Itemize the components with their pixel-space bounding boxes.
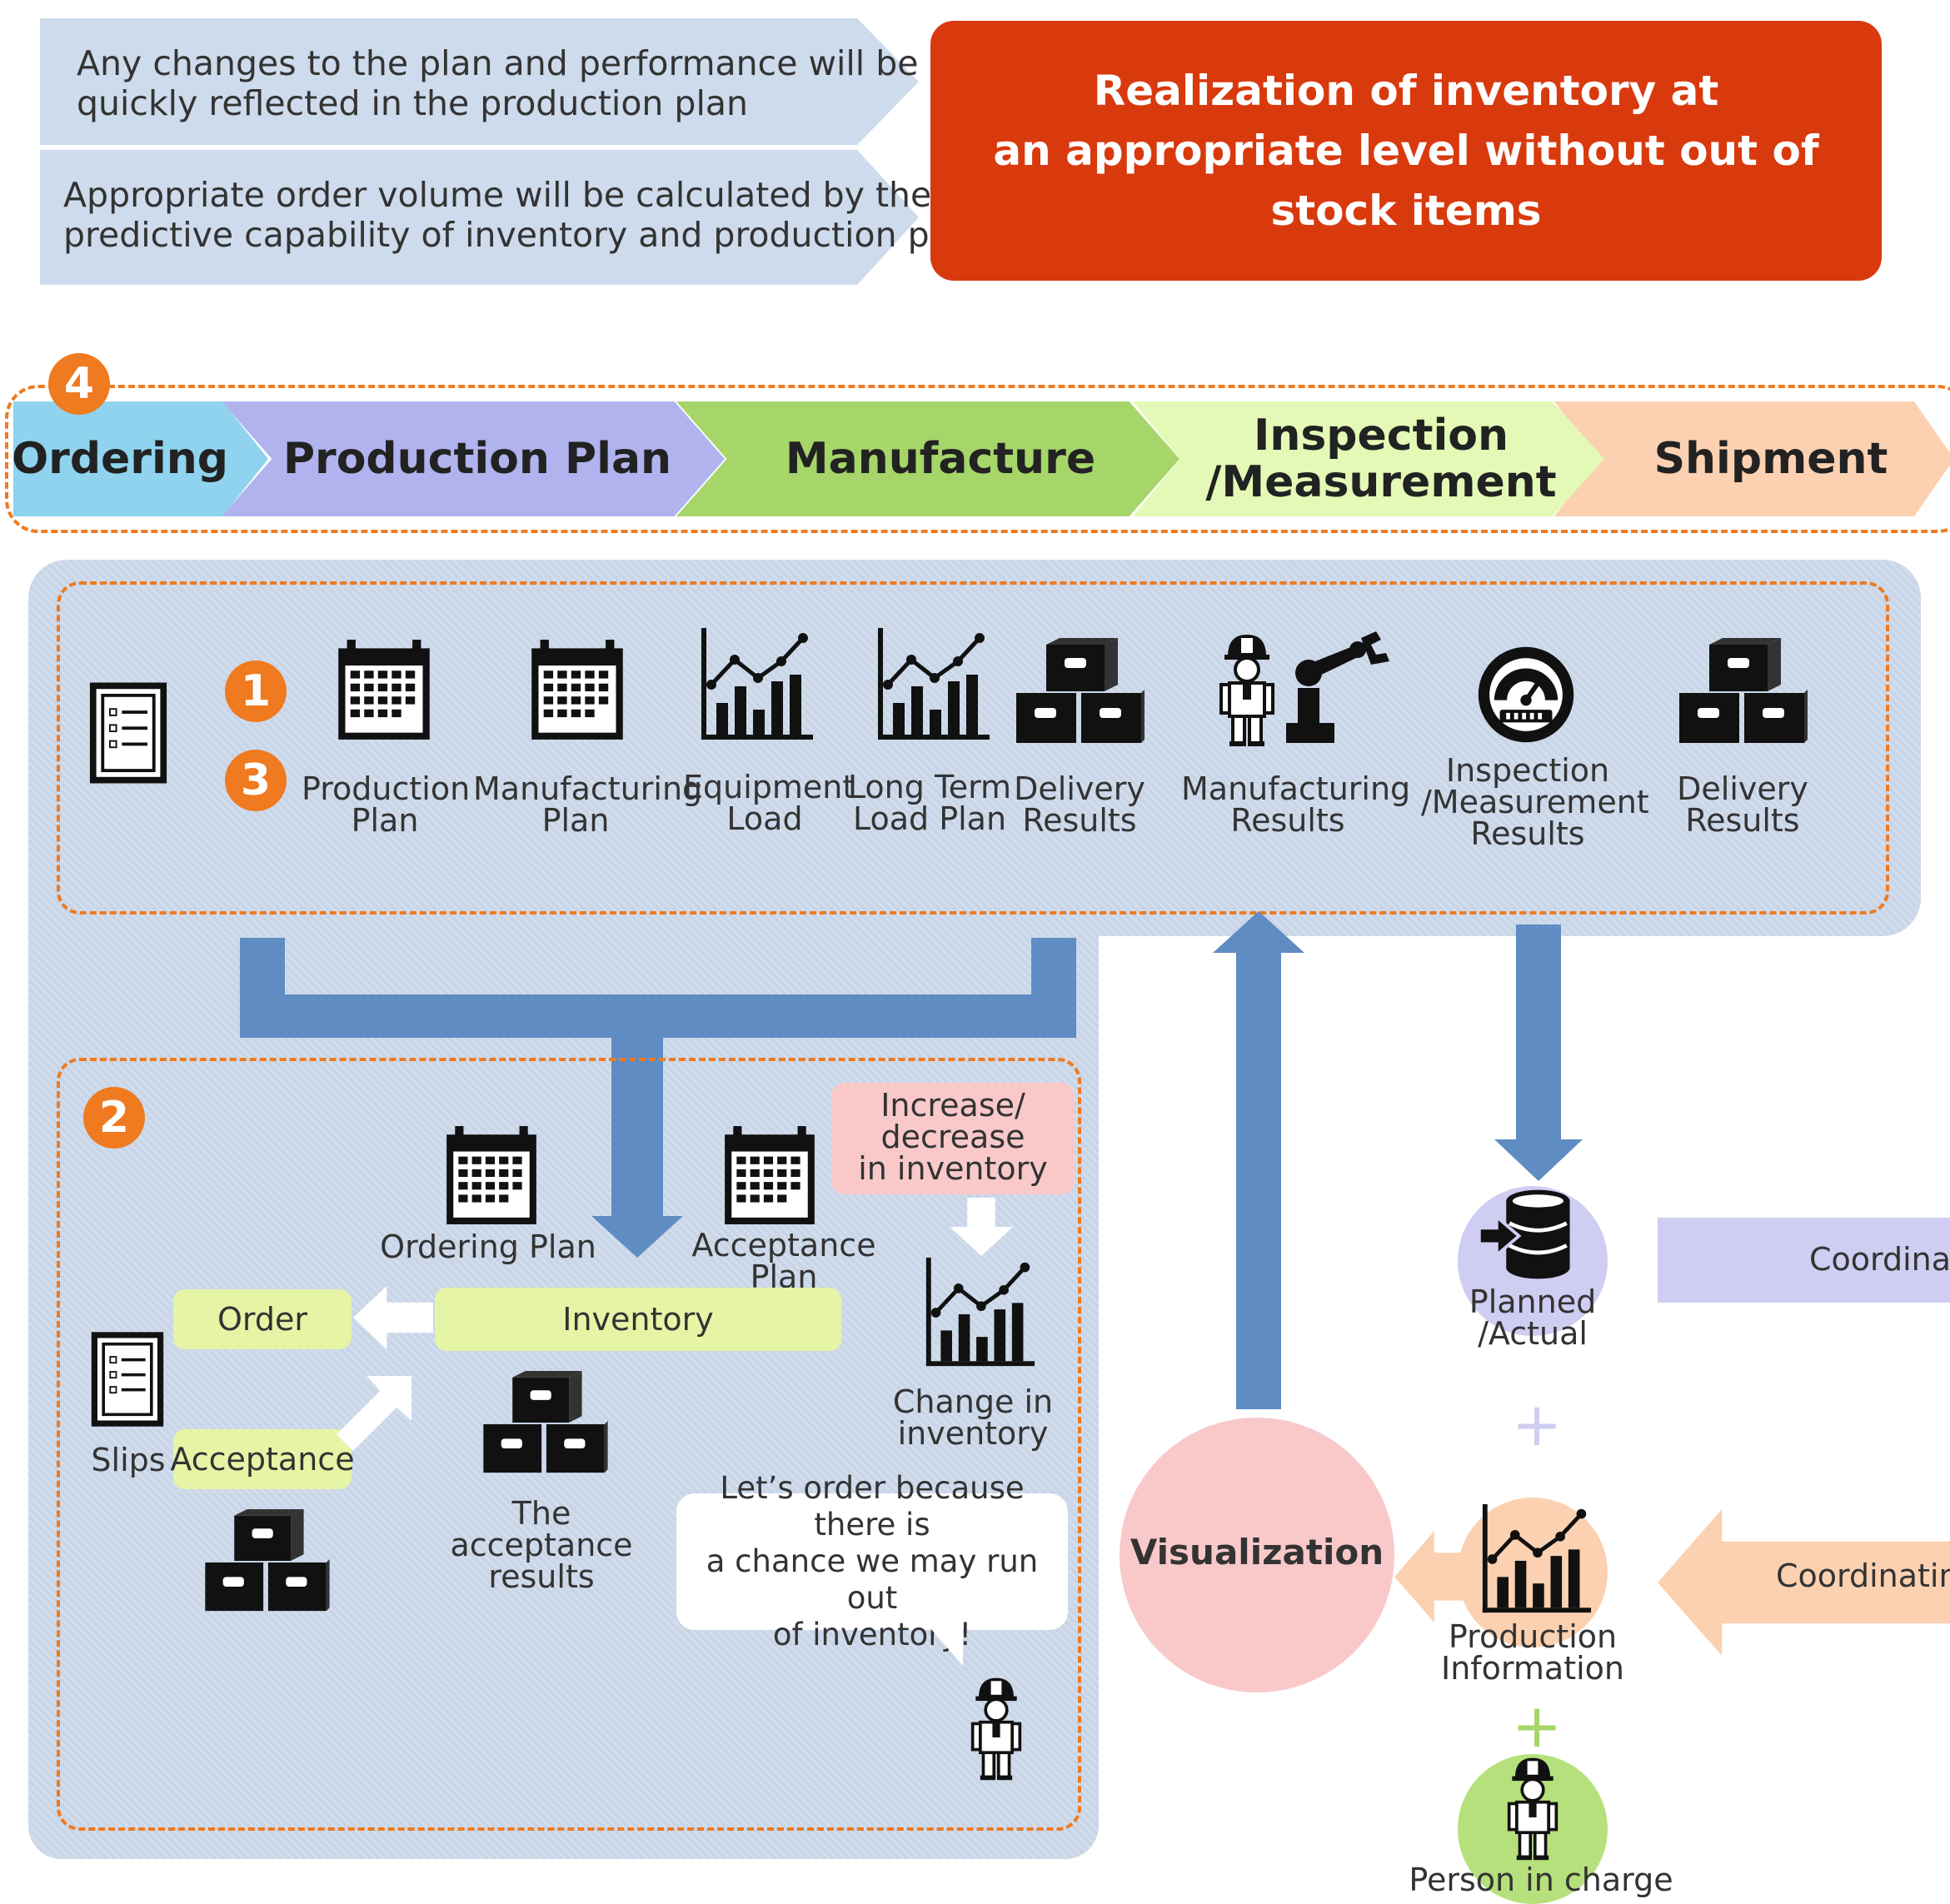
acceptance-plan-label: Acceptance Plan <box>691 1227 876 1295</box>
note-arrow-1 <box>40 18 919 145</box>
goal-banner: Realization of inventory at an appropria… <box>930 21 1882 281</box>
note-arrow-2 <box>40 150 919 285</box>
process-step-shipment: Shipment <box>1554 401 1950 516</box>
boxes-icon <box>1013 638 1146 746</box>
note-text-2: Appropriate order volume will be calcula… <box>63 175 981 255</box>
info-badge-3: 3 <box>225 750 287 811</box>
coordinating-bottom-label: Coordinating <box>1776 1558 1950 1594</box>
note-text-1: Any changes to the plan and performance … <box>77 43 919 123</box>
speech-bubble: Let’s order because there is a chance we… <box>676 1470 1068 1652</box>
calendar-icon <box>723 1124 816 1226</box>
worker-icon <box>1506 1754 1559 1862</box>
database-import-icon <box>1476 1186 1579 1283</box>
acceptance-pill: Acceptance <box>170 1429 355 1489</box>
change-in-inventory-label: Change in inventory <box>892 1383 1054 1452</box>
connector-horizontal <box>240 994 1076 1038</box>
calendar-icon <box>530 638 625 741</box>
coordinate-top-banner <box>1658 1218 1950 1303</box>
order-pill: Order <box>173 1289 352 1349</box>
visualization-circle <box>1120 1418 1394 1692</box>
bar-chart-icon <box>1479 1503 1593 1616</box>
inventory-badge: 2 <box>83 1087 145 1149</box>
person-in-charge-label: Person in charge <box>1409 1862 1673 1898</box>
planned-down-bar <box>1516 925 1561 1144</box>
boxes-icon <box>478 1371 611 1476</box>
info-label-production-plan: Production Plan <box>302 770 471 839</box>
connector-center-down <box>611 1038 663 1218</box>
worker-icon <box>970 1674 1023 1782</box>
bar-chart-icon <box>923 1256 1036 1369</box>
slip-icon <box>88 678 168 788</box>
inventory-box <box>57 1058 1081 1831</box>
info-label-inspection-results: Inspection /Measurement Results <box>1421 752 1649 852</box>
process-step-ordering: Ordering <box>13 401 268 516</box>
info-label-equipment-load: Equipment Load <box>683 769 855 837</box>
slips-label: Slips <box>91 1442 166 1478</box>
gauge-icon <box>1474 643 1578 746</box>
coordinate-top-label: Coordinat <box>1809 1241 1950 1278</box>
bar-chart-icon <box>875 626 991 743</box>
ordering-plan-label: Ordering Plan <box>380 1229 596 1265</box>
boxes-icon <box>1676 638 1809 746</box>
worker-icon <box>1218 631 1276 748</box>
increase-decrease-label: Increase/ decrease in inventory <box>858 1087 1048 1187</box>
info-label-delivery-results-2: Delivery Results <box>1677 770 1808 839</box>
info-box <box>57 581 1889 915</box>
planned-actual-label: Planned /Actual <box>1469 1283 1597 1352</box>
process-step-inspection: Inspection /Measurement <box>1133 401 1604 516</box>
calendar-icon <box>445 1124 538 1226</box>
acceptance-results-label: The acceptance results <box>450 1495 633 1595</box>
plus-green: + <box>1511 1691 1563 1761</box>
process-step-production-plan: Production Plan <box>222 401 725 516</box>
calendar-icon <box>337 638 431 741</box>
production-info-label: Production Information <box>1441 1618 1624 1687</box>
inventory-pill: Inventory <box>435 1288 841 1351</box>
plus-purple: + <box>1511 1389 1563 1459</box>
visualization-up-bar <box>1236 950 1281 1409</box>
info-label-delivery-results-1: Delivery Results <box>1014 770 1145 839</box>
bar-chart-icon <box>698 626 815 743</box>
slip-icon <box>90 1326 165 1433</box>
info-badge-1: 1 <box>225 660 287 722</box>
info-label-manufacturing-results: Manufacturing Results <box>1181 770 1411 839</box>
visualization-label: Visualization <box>1130 1532 1384 1573</box>
planned-down-arrowhead <box>1494 1139 1583 1181</box>
info-label-manufacturing-plan: Manufacturing Plan <box>473 770 703 839</box>
process-badge: 4 <box>48 353 110 415</box>
process-step-manufacture: Manufacture <box>676 401 1179 516</box>
increase-decrease-box <box>831 1083 1075 1194</box>
boxes-icon <box>200 1509 333 1614</box>
info-label-long-term-load-plan: Long Term Load Plan <box>847 769 1012 837</box>
process-flow-border <box>5 385 1950 533</box>
robot-arm-icon <box>1278 630 1394 746</box>
